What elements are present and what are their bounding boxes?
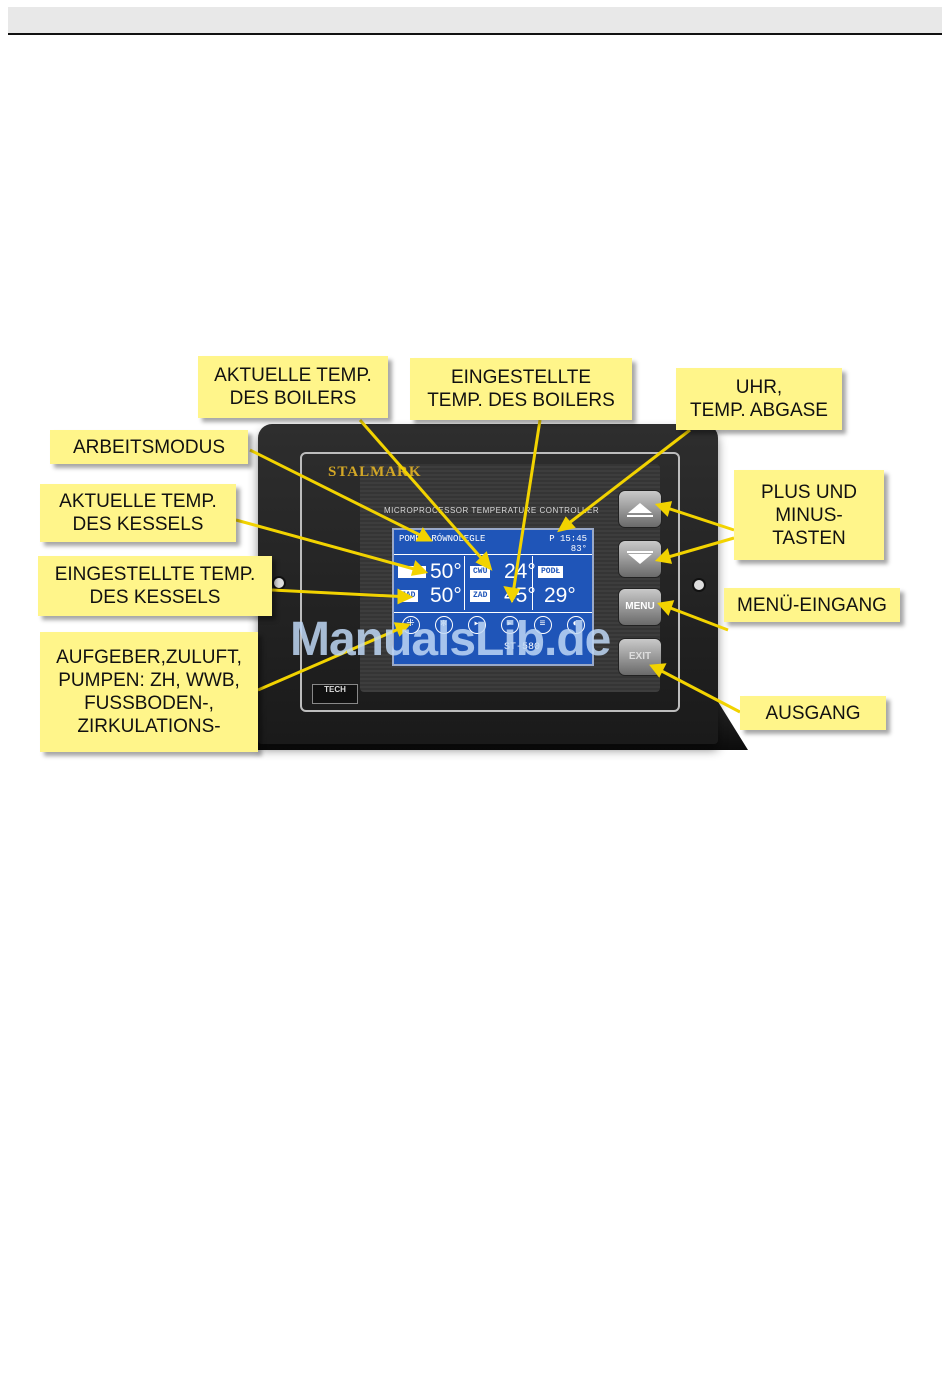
lcd-zad-tag-2: ZAD (470, 590, 491, 602)
lcd-floor-temp: 29° (544, 584, 576, 607)
lcd-divider (394, 554, 592, 555)
arrow-plus (657, 503, 735, 532)
circulation-pump-icon: ◐ (566, 616, 585, 634)
callout-pumps: AUFGEBER,ZULUFT, PUMPEN: ZH, WWB, FUSSBO… (40, 632, 258, 752)
callout-clock: UHR, TEMP. ABGASE (676, 368, 842, 430)
plus-bar (627, 515, 653, 517)
lcd-podl-tag: PODŁ (538, 566, 564, 578)
callout-boiler-current: AKTUELLE TEMP. DES BOILERS (198, 356, 388, 418)
device-subtitle: MICROPROCESSOR TEMPERATURE CONTROLLER (384, 506, 600, 515)
callout-kessel-set: EINGESTELLTE TEMP. DES KESSELS (38, 556, 272, 616)
lcd-water-current: 24° (504, 560, 536, 583)
callout-menu: MENÜ-EINGANG (724, 588, 900, 622)
lcd-boiler-set: 50° (430, 584, 462, 607)
arrow-clock (559, 428, 691, 532)
arrow-exit (651, 664, 741, 714)
lcd-clock-time: P 15:45 (549, 534, 587, 544)
pump-ch-icon: ▸ (467, 616, 486, 634)
arrowhead (649, 663, 667, 678)
callout-mode: ARBEITSMODUS (50, 430, 248, 464)
arrowhead (415, 527, 433, 542)
arrow-mode (249, 448, 431, 542)
brand-logo: STALMARK (328, 464, 422, 480)
lcd-clock: P 15:45 83° (549, 534, 587, 554)
page-header-bar (8, 7, 942, 35)
tech-logo: TECH (312, 684, 358, 704)
lcd-divider (394, 612, 592, 613)
callout-exit: AUSGANG (740, 696, 886, 730)
arrow-boiler-set (510, 419, 542, 601)
lcd-mode: POMPY RÓWNOLEGLE (399, 534, 486, 544)
arrow-down-icon (628, 554, 652, 564)
minus-bar (627, 551, 653, 553)
callout-plus-minus: PLUS UND MINUS- TASTEN (734, 470, 884, 560)
pump-dhw-icon: ▸ (500, 616, 519, 634)
watermark: ManualsLib.de (290, 613, 611, 666)
arrow-up-icon (628, 503, 652, 513)
arrow-kessel-set (271, 588, 411, 599)
arrowhead (654, 501, 673, 517)
arrowhead (393, 622, 412, 637)
arrowhead (557, 516, 576, 533)
arrow-menu (659, 602, 729, 632)
arrowhead (397, 588, 414, 605)
lcd-model: ST-580 (504, 642, 541, 653)
lcd-boiler-current: 50° (430, 560, 462, 583)
arrow-pumps (257, 623, 409, 692)
screw-right-icon (692, 578, 706, 592)
arrow-boiler-current (358, 419, 492, 569)
menu-button[interactable]: MENU (618, 588, 662, 626)
callout-boiler-set: EINGESTELLTE TEMP. DES BOILERS (410, 358, 632, 420)
callout-kessel-current: AKTUELLE TEMP. DES KESSELS (40, 484, 236, 542)
arrowhead (475, 551, 493, 571)
arrow-kessel-current (235, 518, 426, 574)
floor-pump-icon: ≡ (533, 616, 552, 634)
device-inner-frame (300, 452, 680, 712)
lcd-flue-temp: 83° (570, 544, 587, 554)
lcd-divider (532, 556, 533, 610)
arrowhead (410, 560, 429, 576)
arrowhead (654, 548, 673, 564)
arrowhead (503, 586, 521, 604)
arrowhead (657, 600, 675, 616)
fan-icon: ✻ (434, 616, 453, 634)
lcd-cwu-tag: CWU (470, 566, 491, 578)
lcd-divider (464, 556, 465, 610)
arrow-minus (657, 536, 735, 562)
